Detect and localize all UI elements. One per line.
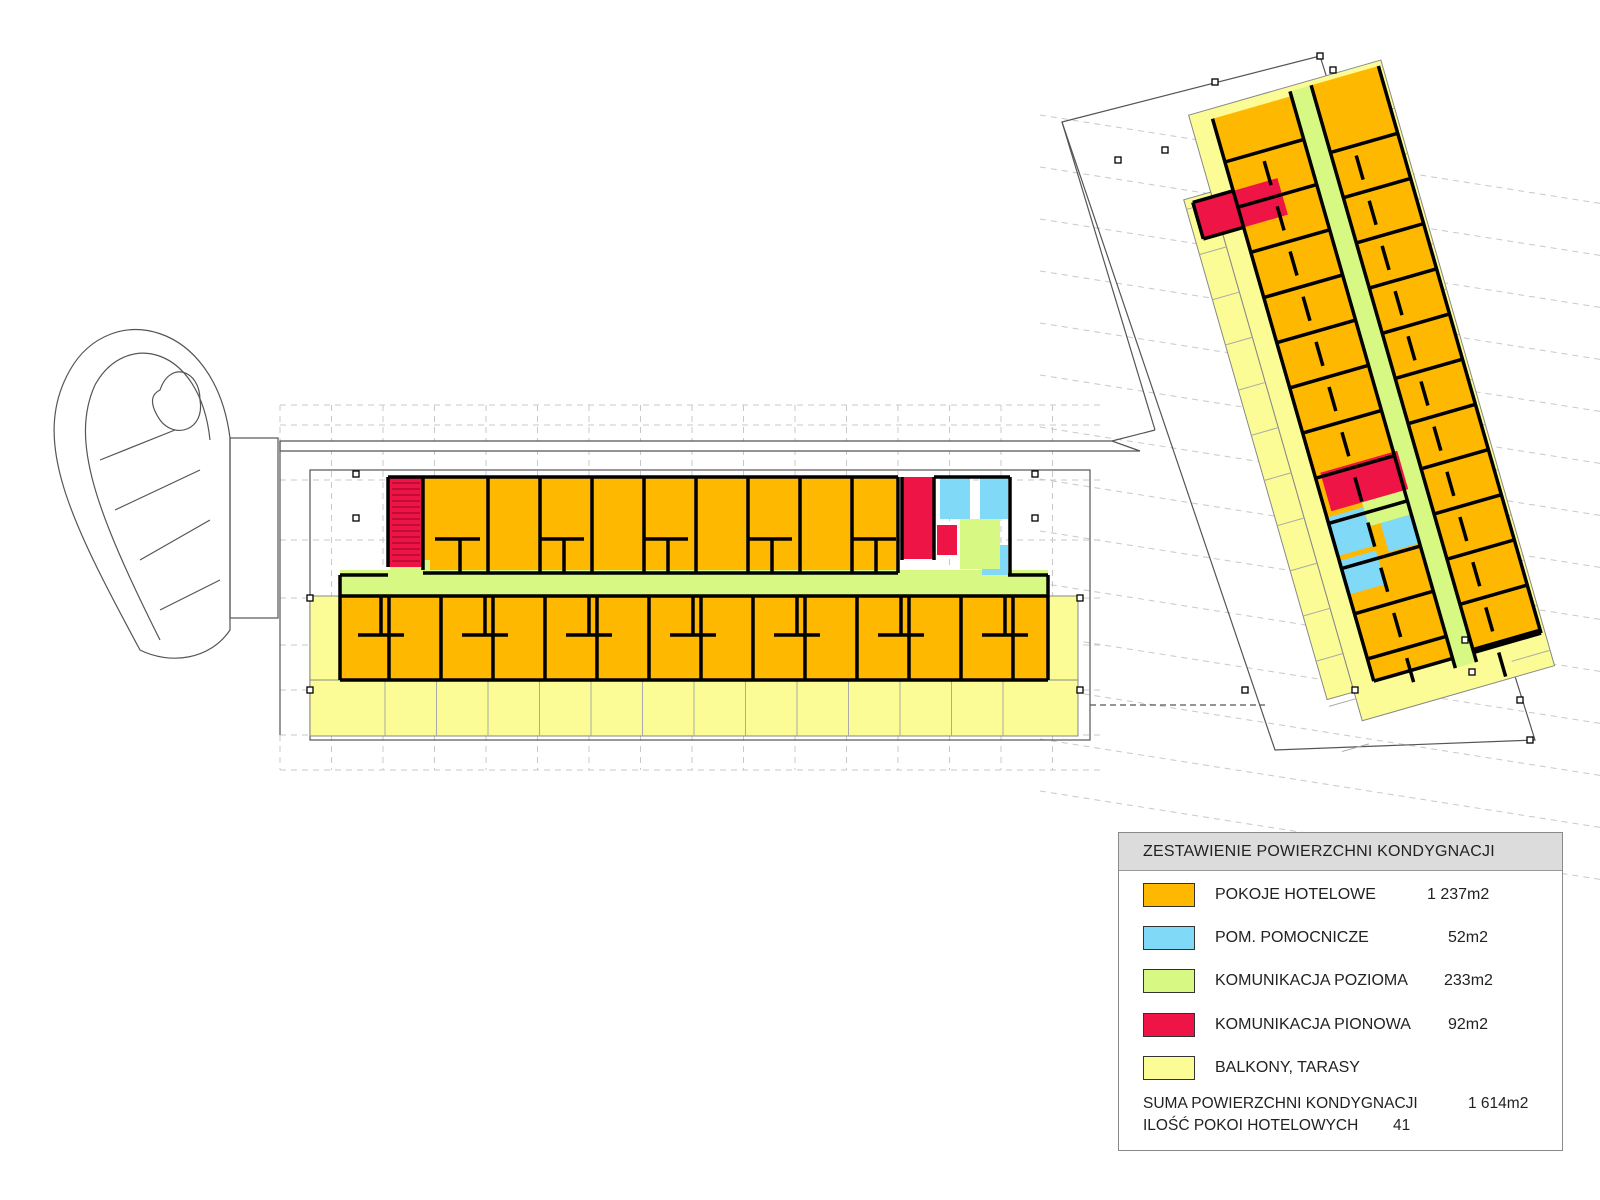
- legend-item-horizontal-circulation: KOMUNIKACJA POZIOMA 233m2: [1143, 969, 1563, 995]
- rooms-label: ILOŚĆ POKOI HOTELOWYCH: [1143, 1117, 1359, 1134]
- total-value: 1 614m2: [1468, 1095, 1529, 1112]
- legend-item-balconies: BALKONY, TARASY: [1143, 1056, 1563, 1082]
- rooms-value: 41: [1393, 1117, 1411, 1134]
- total-area: SUMA POWIERZCHNI KONDYGNACJI 1 614m2: [1143, 1095, 1528, 1113]
- swatch-horizontal: [1143, 969, 1195, 993]
- total-label: SUMA POWIERZCHNI KONDYGNACJI: [1143, 1095, 1418, 1112]
- legend-item-vertical-circulation: KOMUNIKACJA PIONOWA 92m2: [1143, 1013, 1563, 1039]
- swatch-service: [1143, 926, 1195, 950]
- room-count: ILOŚĆ POKOI HOTELOWYCH 41: [1143, 1117, 1410, 1135]
- legend-label: BALKONY, TARASY: [1215, 1059, 1360, 1076]
- legend-label: POM. POMOCNICZE: [1215, 929, 1369, 946]
- legend-label: KOMUNIKACJA PIONOWA: [1215, 1016, 1411, 1033]
- legend-title: ZESTAWIENIE POWIERZCHNI KONDYGNACJI: [1119, 833, 1562, 871]
- main-wing: [309, 475, 1079, 737]
- swatch-rooms: [1143, 883, 1195, 907]
- legend-value: 233m2: [1444, 972, 1493, 989]
- legend-value: 92m2: [1448, 1016, 1489, 1033]
- legend-value: 1 237m2: [1427, 886, 1490, 903]
- column-markers: [306, 52, 1534, 744]
- legend-item-rooms: POKOJE HOTELOWE 1 237m2: [1143, 883, 1563, 909]
- rotated-wing: [1061, 55, 1556, 753]
- legend-label: POKOJE HOTELOWE: [1215, 886, 1376, 903]
- legend-item-service: POM. POMOCNICZE 52m2: [1143, 926, 1563, 952]
- legend-label: KOMUNIKACJA POZIOMA: [1215, 972, 1408, 989]
- swatch-balconies: [1143, 1056, 1195, 1080]
- spiral-ramp: [53, 329, 279, 659]
- swatch-vertical: [1143, 1013, 1195, 1037]
- area-legend: ZESTAWIENIE POWIERZCHNI KONDYGNACJI POKO…: [1118, 832, 1563, 1151]
- legend-value: 52m2: [1448, 929, 1489, 946]
